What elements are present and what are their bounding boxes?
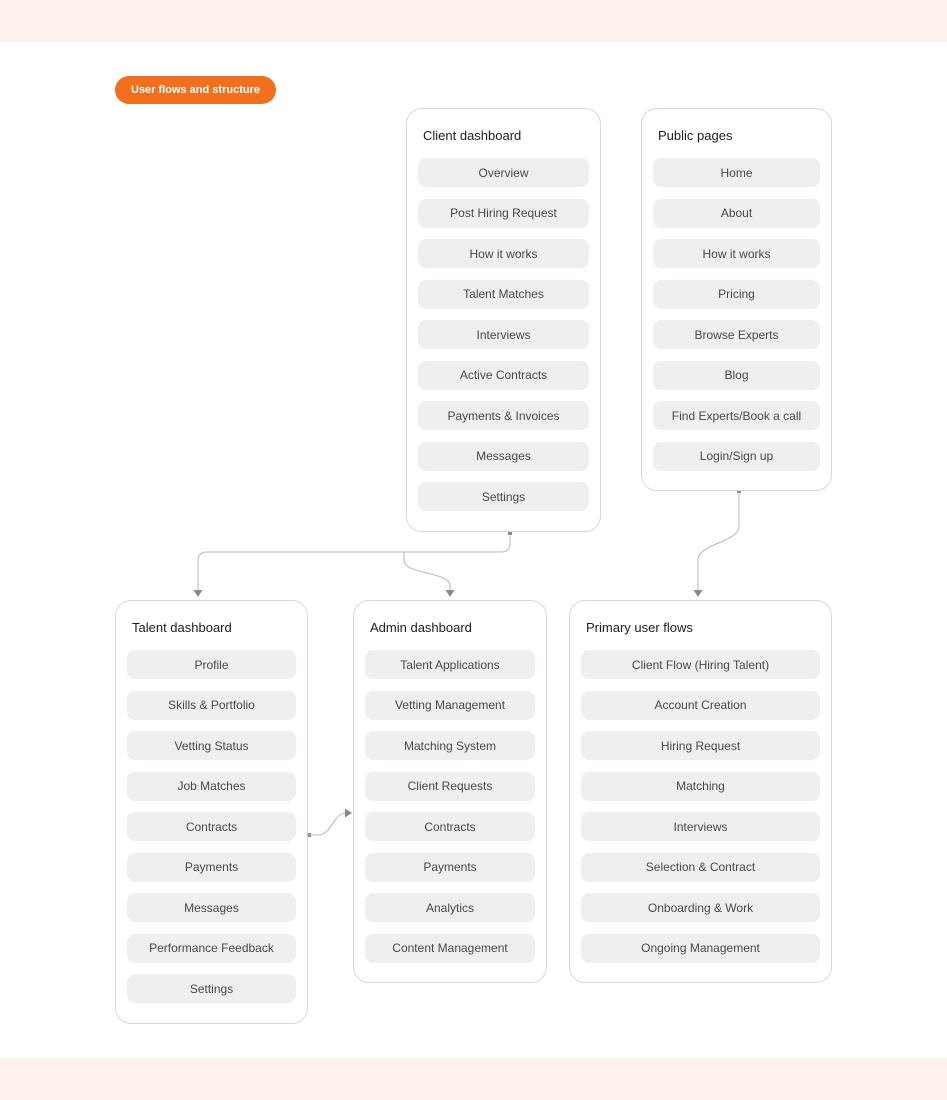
nav-item[interactable]: Messages bbox=[418, 441, 589, 471]
nav-item[interactable]: Onboarding & Work bbox=[581, 893, 820, 922]
nav-item[interactable]: Talent Matches bbox=[418, 279, 589, 309]
nav-item[interactable]: Profile bbox=[127, 650, 296, 679]
nav-item[interactable]: Browse Experts bbox=[653, 320, 820, 349]
nav-item[interactable]: Contracts bbox=[127, 812, 296, 841]
nav-item[interactable]: Hiring Request bbox=[581, 731, 820, 760]
nav-item[interactable]: Overview bbox=[418, 158, 589, 187]
card-title: Public pages bbox=[658, 128, 733, 143]
nav-item[interactable]: Interviews bbox=[581, 812, 820, 841]
nav-item[interactable]: Ongoing Management bbox=[581, 933, 820, 963]
nav-item[interactable]: Blog bbox=[653, 360, 820, 390]
nav-item[interactable]: Settings bbox=[418, 482, 589, 511]
card-title: Talent dashboard bbox=[132, 620, 232, 635]
card-items: Client Flow (Hiring Talent) Account Creat… bbox=[570, 636, 831, 963]
nav-item[interactable]: Vetting Management bbox=[365, 690, 535, 720]
nav-item[interactable]: Active Contracts bbox=[418, 360, 589, 390]
nav-item[interactable]: Job Matches bbox=[127, 771, 296, 801]
arrowhead-down-icon bbox=[445, 590, 455, 597]
nav-item[interactable]: Matching bbox=[581, 771, 820, 801]
connector-talent-to-admin bbox=[307, 808, 352, 837]
nav-item[interactable]: Vetting Status bbox=[127, 731, 296, 760]
section-badge[interactable]: User flows and structure bbox=[115, 76, 276, 104]
nav-item[interactable]: Login/Sign up bbox=[653, 441, 820, 471]
top-background-strip bbox=[0, 0, 947, 42]
connector-public-to-primary bbox=[693, 489, 741, 597]
nav-item[interactable]: Home bbox=[653, 158, 820, 187]
nav-item[interactable]: Account Creation bbox=[581, 690, 820, 720]
nav-item[interactable]: Selection & Contract bbox=[581, 852, 820, 882]
nav-item[interactable]: Talent Applications bbox=[365, 650, 535, 679]
nav-item[interactable]: Settings bbox=[127, 974, 296, 1003]
section-badge-label: User flows and structure bbox=[131, 84, 260, 96]
nav-item[interactable]: Post Hiring Request bbox=[418, 198, 589, 228]
nav-item[interactable]: Interviews bbox=[418, 320, 589, 349]
nav-item[interactable]: Skills & Portfolio bbox=[127, 690, 296, 720]
nav-item[interactable]: Payments bbox=[365, 852, 535, 882]
card-title: Client dashboard bbox=[423, 128, 522, 143]
nav-item[interactable]: How it works bbox=[418, 239, 589, 268]
nav-item[interactable]: About bbox=[653, 198, 820, 228]
nav-item[interactable]: How it works bbox=[653, 239, 820, 268]
arrowhead-down-icon bbox=[693, 590, 703, 597]
connector-client-to-admin bbox=[403, 552, 455, 597]
nav-item[interactable]: Content Management bbox=[365, 933, 535, 963]
nav-item[interactable]: Messages bbox=[127, 893, 296, 922]
arrowhead-right-icon bbox=[345, 808, 352, 818]
card-title: Primary user flows bbox=[586, 620, 693, 635]
nav-item[interactable]: Matching System bbox=[365, 731, 535, 760]
nav-item[interactable]: Payments bbox=[127, 852, 296, 882]
connector-client-to-talent bbox=[193, 531, 512, 597]
nav-item[interactable]: Contracts bbox=[365, 812, 535, 841]
nav-item[interactable]: Client Requests bbox=[365, 771, 535, 801]
nav-item[interactable]: Performance Feedback bbox=[127, 933, 296, 963]
card-title: Admin dashboard bbox=[370, 620, 472, 635]
nav-item[interactable]: Analytics bbox=[365, 893, 535, 922]
nav-item[interactable]: Payments & Invoices bbox=[418, 401, 589, 430]
arrowhead-down-icon bbox=[193, 590, 203, 597]
card-primary-user-flows[interactable]: Primary user flows Client Flow (Hiring T… bbox=[569, 600, 832, 983]
nav-item[interactable]: Find Experts/Book a call bbox=[653, 401, 820, 430]
nav-item[interactable]: Client Flow (Hiring Talent) bbox=[581, 650, 820, 679]
nav-item[interactable]: Pricing bbox=[653, 279, 820, 309]
bottom-background-strip bbox=[0, 1058, 947, 1100]
